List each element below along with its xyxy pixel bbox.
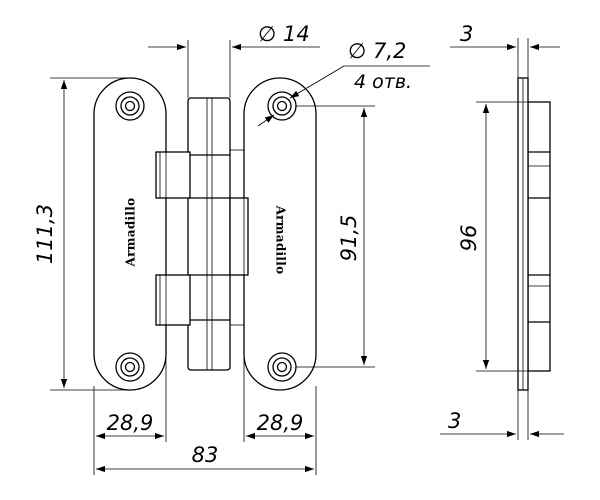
right-leaf — [229, 77, 317, 391]
dim-total-height: 111,3 — [33, 204, 57, 264]
dim-hole-diameter: ∅ 7,2 — [348, 39, 406, 63]
dim-total-width: 83 — [192, 443, 219, 467]
note-hole-count: 4 отв. — [354, 71, 412, 93]
brand-logo-left: Armadillo — [124, 198, 138, 268]
dim-hole-spacing: 91,5 — [337, 215, 361, 262]
brand-logo-right: Armadillo — [274, 205, 288, 275]
dim-left-leaf-width: 28,9 — [107, 411, 154, 435]
side-view — [517, 77, 551, 391]
dim-right-leaf-width: 28,9 — [257, 411, 304, 435]
screw-hole-bottom-left — [115, 352, 145, 382]
dim-thickness-bottom: 3 — [448, 409, 461, 433]
side-dimensions: 96 3 3 — [440, 22, 564, 440]
knuckle-barrel — [187, 97, 231, 371]
dim-side-height: 96 — [457, 225, 481, 252]
front-dimensions: 111,3 91,5 ∅ 14 ∅ 7,2 4 отв. 28,9 28,9 8… — [33, 22, 430, 475]
dim-knuckle-diameter: ∅ 14 — [258, 22, 310, 46]
screw-hole-top-left — [115, 91, 145, 121]
dim-thickness-top: 3 — [460, 22, 473, 46]
left-leaf — [93, 77, 191, 391]
front-view: Armadillo Armadillo — [93, 77, 317, 391]
